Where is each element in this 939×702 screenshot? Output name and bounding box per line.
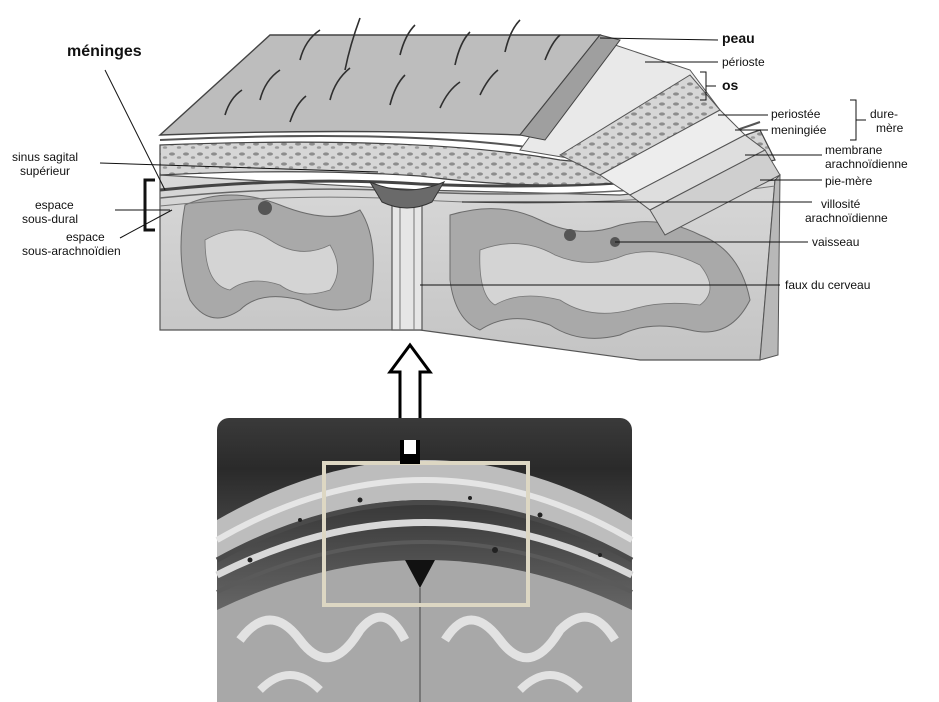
label-faux: faux du cerveau bbox=[785, 279, 870, 292]
label-perioste: périoste bbox=[722, 56, 765, 69]
label-periostee: periostée bbox=[771, 108, 820, 121]
label-vaisseau: vaisseau bbox=[812, 236, 859, 249]
label-peau: peau bbox=[722, 32, 755, 45]
mri-scan bbox=[217, 418, 632, 702]
meninges-bracket bbox=[145, 180, 155, 230]
label-sinus-2: supérieur bbox=[20, 165, 70, 178]
label-membrane-1: membrane bbox=[825, 144, 882, 157]
label-villosite-1: villosité bbox=[821, 198, 860, 211]
falx-cerebri bbox=[392, 195, 422, 330]
label-pie-mere: pie-mère bbox=[825, 175, 872, 188]
label-espace-dural-1: espace bbox=[35, 199, 74, 212]
label-os: os bbox=[722, 79, 738, 92]
label-membrane-2: arachnoïdienne bbox=[825, 158, 908, 171]
label-dure-1: dure- bbox=[870, 108, 898, 121]
label-espace-arach-1: espace bbox=[66, 231, 105, 244]
label-meninges: méninges bbox=[67, 45, 142, 58]
label-villosite-2: arachnoïdienne bbox=[805, 212, 888, 225]
label-sinus-1: sinus sagital bbox=[12, 151, 78, 164]
label-espace-dural-2: sous-dural bbox=[22, 213, 78, 226]
label-meningiee: meningiée bbox=[771, 124, 826, 137]
label-espace-arach-2: sous-arachnoïdien bbox=[22, 245, 121, 258]
label-dure-2: mère bbox=[876, 122, 903, 135]
